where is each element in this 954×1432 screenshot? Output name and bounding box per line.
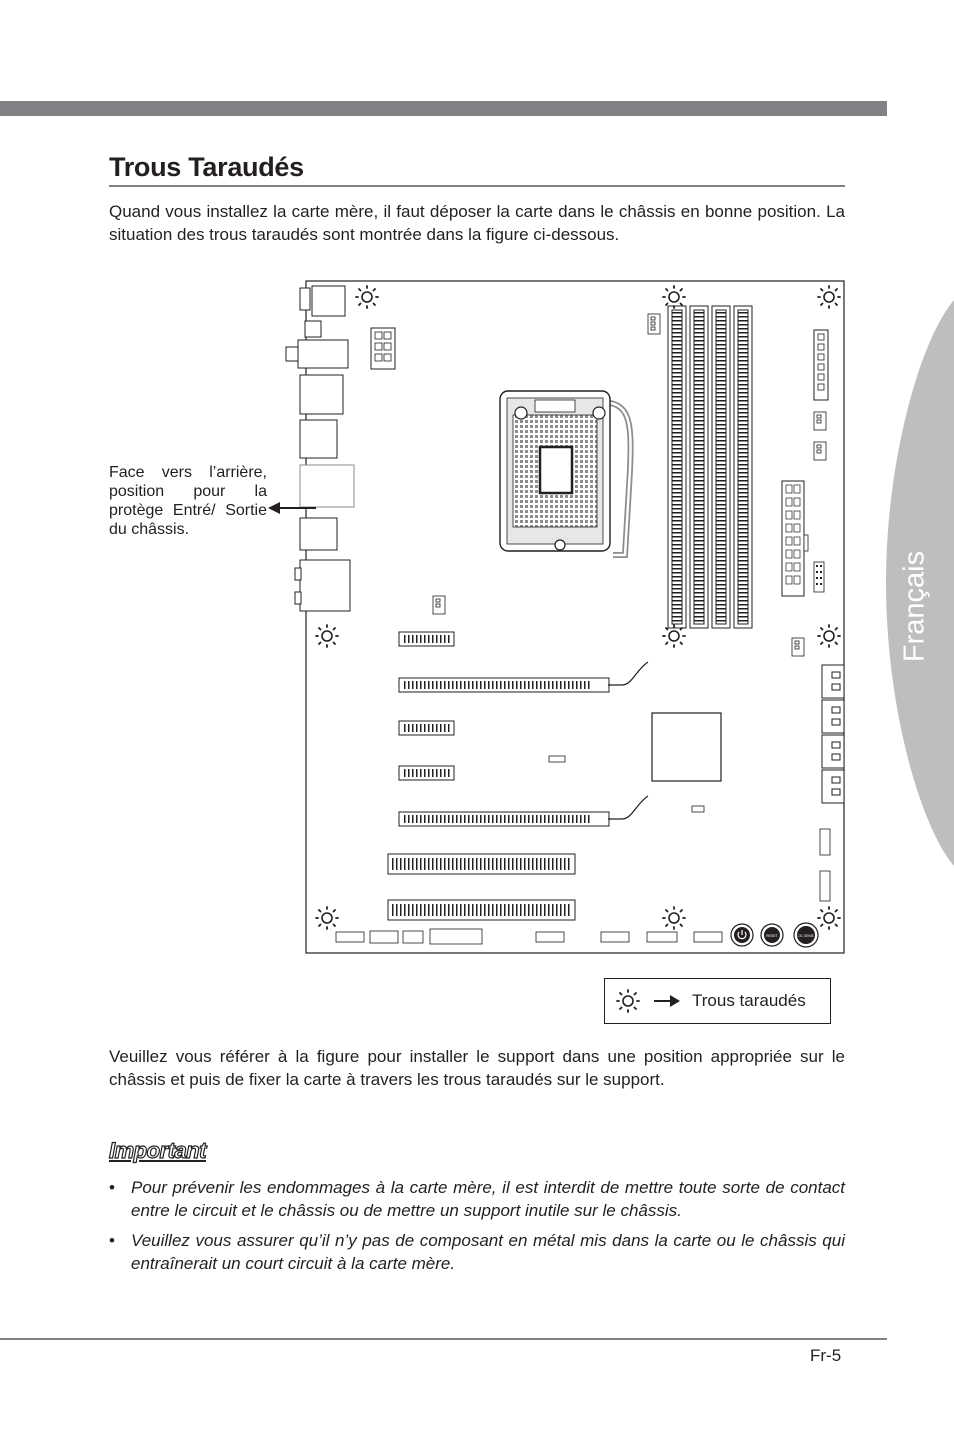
debug-led-header bbox=[813, 329, 829, 401]
important-heading: Important bbox=[108, 1137, 207, 1163]
pcie-x1-slot-1 bbox=[398, 631, 455, 647]
side-header-1 bbox=[819, 828, 831, 856]
io-shield-callout: Face vers l’arrière, position pour la pr… bbox=[109, 464, 267, 538]
io-lan-usb bbox=[299, 464, 355, 508]
sys-fan-header-3 bbox=[791, 637, 805, 657]
oc-genie-button: OC GENIE bbox=[793, 922, 819, 948]
io-display-port bbox=[285, 346, 299, 362]
io-ps2-port bbox=[299, 287, 311, 311]
sys-fan-header-2 bbox=[813, 441, 827, 461]
cpu-socket-center bbox=[538, 445, 574, 495]
footer-rule bbox=[0, 1338, 887, 1340]
io-audio-block bbox=[299, 559, 351, 612]
intro-paragraph: Quand vous installez la carte mère, il f… bbox=[109, 202, 845, 244]
io-ps2-block bbox=[311, 285, 346, 317]
pci-slot-1 bbox=[387, 853, 576, 875]
sata-connectors bbox=[821, 664, 845, 804]
important-list: • Pour prévenir les endommages à la cart… bbox=[109, 1176, 845, 1282]
small-jumper bbox=[548, 755, 566, 763]
bullet-icon: • bbox=[109, 1231, 115, 1250]
outro-paragraph: Veuillez vous référer à la figure pour i… bbox=[109, 1047, 845, 1089]
atx-power-connector bbox=[781, 480, 805, 597]
io-usb-stack-3 bbox=[299, 517, 338, 551]
oc-genie-button-label: OC GENIE bbox=[798, 934, 814, 938]
pcie-x16-slot-2 bbox=[398, 795, 649, 827]
io-audio-jack-1 bbox=[294, 567, 302, 581]
pcie-x1-slot-3 bbox=[398, 765, 455, 781]
io-usb-small bbox=[304, 320, 322, 338]
power-button bbox=[730, 923, 754, 947]
list-item: • Pour prévenir les endommages à la cart… bbox=[109, 1176, 845, 1222]
title-underline bbox=[109, 185, 845, 187]
clr-cmos-jumper bbox=[691, 805, 705, 813]
chipset-fan-header bbox=[432, 595, 446, 615]
bottom-headers bbox=[335, 928, 723, 945]
pcie-x1-slot-2 bbox=[398, 720, 455, 736]
callout-arrow-icon bbox=[268, 502, 316, 514]
page-number: Fr-5 bbox=[810, 1346, 842, 1365]
language-side-tab bbox=[886, 300, 954, 866]
side-header-2 bbox=[819, 870, 831, 902]
cpu-fan-header bbox=[647, 313, 661, 335]
sys-fan-header-1 bbox=[813, 411, 827, 431]
chipset bbox=[651, 712, 722, 782]
pci-slot-2 bbox=[387, 899, 576, 921]
io-usb-stack-1 bbox=[299, 374, 344, 415]
reset-button: RESET bbox=[760, 923, 784, 947]
list-item-text: Pour prévenir les endommages à la carte … bbox=[131, 1178, 845, 1220]
bullet-icon: • bbox=[109, 1178, 115, 1197]
legend-label: Trous taraudés bbox=[692, 991, 806, 1010]
io-audio-jack-2 bbox=[294, 591, 302, 605]
reset-button-label: RESET bbox=[766, 934, 779, 938]
io-vga-block bbox=[297, 339, 349, 369]
page-title: Trous Taraudés bbox=[109, 152, 304, 182]
io-usb-stack-2 bbox=[299, 419, 338, 459]
header-bar bbox=[0, 101, 887, 116]
usb3-front-header bbox=[813, 561, 825, 593]
legend-arrow-icon bbox=[654, 995, 680, 1007]
list-item-text: Veuillez vous assurer qu’il n’y pas de c… bbox=[131, 1231, 845, 1273]
list-item: • Veuillez vous assurer qu’il n’y pas de… bbox=[109, 1229, 845, 1275]
board-outline bbox=[305, 280, 845, 954]
legend-box bbox=[604, 978, 831, 1024]
dimm-slots bbox=[667, 305, 753, 629]
pcie-x16-slot-1 bbox=[398, 661, 649, 693]
